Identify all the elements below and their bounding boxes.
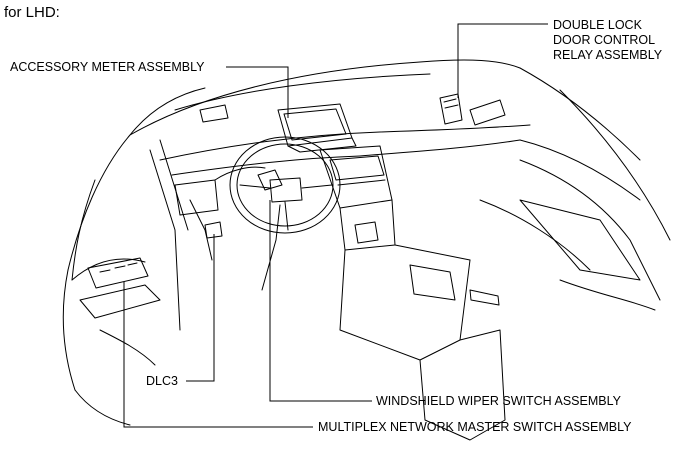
multiplex-label: MULTIPLEX NETWORK MASTER SWITCH ASSEMBLY (318, 420, 632, 434)
double-lock-label-line-3: RELAY ASSEMBLY (553, 48, 663, 62)
right-door-outline (479, 89, 671, 311)
leader-dlc3 (186, 234, 215, 382)
accessory-meter-label: ACCESSORY METER ASSEMBLY (10, 60, 205, 74)
steering-wheel (229, 136, 341, 291)
leader-multiplex (123, 282, 313, 428)
dlc3-label: DLC3 (146, 374, 178, 388)
accessory-meter-display (277, 103, 357, 153)
double-lock-relay-label: DOUBLE LOCK DOOR CONTROL RELAY ASSEMBLY (553, 18, 662, 63)
dashboard-outline (159, 99, 641, 261)
double-lock-relay (439, 93, 463, 125)
leader-accessory-meter (226, 66, 289, 118)
leader-windshield-wiper (269, 200, 372, 402)
driver-switch-panel (87, 221, 223, 289)
windshield-wiper-label: WINDSHIELD WIPER SWITCH ASSEMBLY (376, 394, 621, 408)
double-lock-label-line-2: DOOR CONTROL (553, 33, 656, 47)
leader-double-lock (457, 23, 548, 98)
figure-caption: for LHD: (4, 4, 60, 21)
double-lock-label-line-1: DOUBLE LOCK (553, 18, 642, 32)
center-console (319, 145, 506, 441)
windshield-outline (129, 59, 641, 161)
left-door-outline (62, 134, 189, 426)
